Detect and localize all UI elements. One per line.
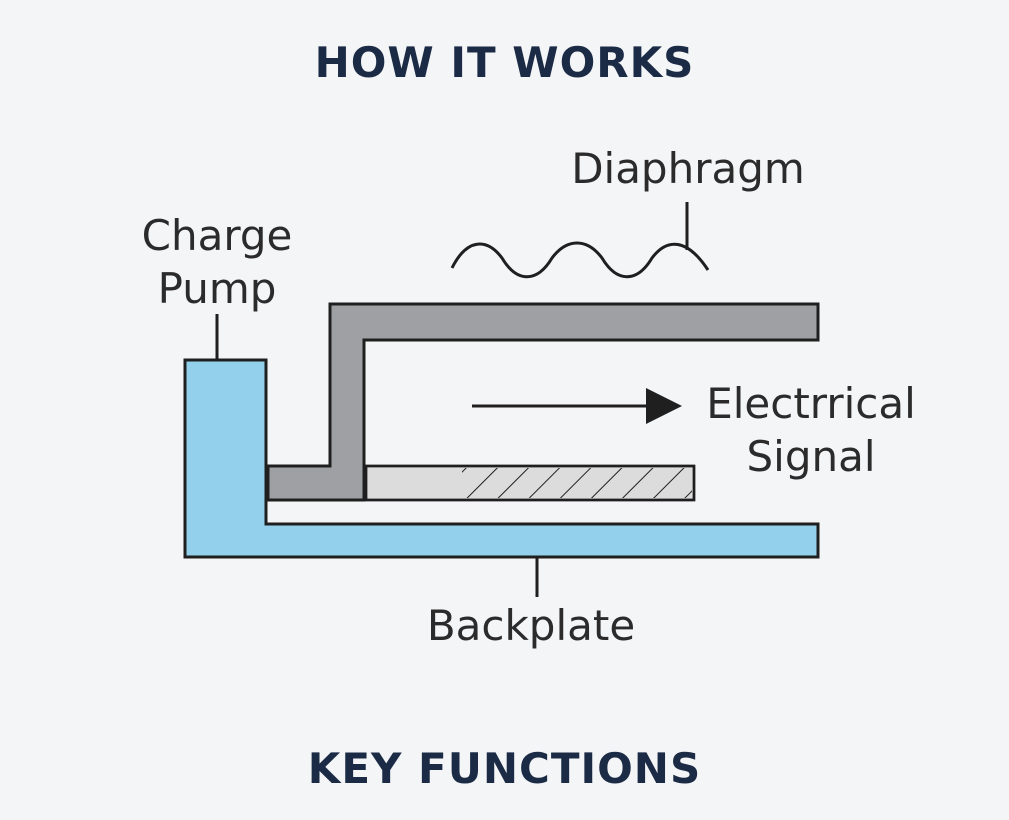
backplate-shape [183, 358, 820, 559]
key-functions-heading: KEY FUNCTIONS [307, 744, 702, 793]
backplate-label: Backplate [427, 601, 635, 650]
diaphragm-label: Diaphragm [571, 144, 805, 193]
charge-pump-label-line1: Charge [142, 211, 293, 260]
signal-label-line1: Electrrical [706, 379, 916, 428]
sound-wave [450, 241, 710, 279]
signal-label-line2: Signal [746, 432, 875, 481]
charge-pump-label-line2: Pump [158, 264, 277, 313]
diaphragm-shape [266, 302, 820, 502]
how-it-works-heading: HOW IT WORKS [314, 38, 695, 87]
signal-arrow-head [646, 388, 682, 424]
hatched-section [462, 468, 692, 498]
